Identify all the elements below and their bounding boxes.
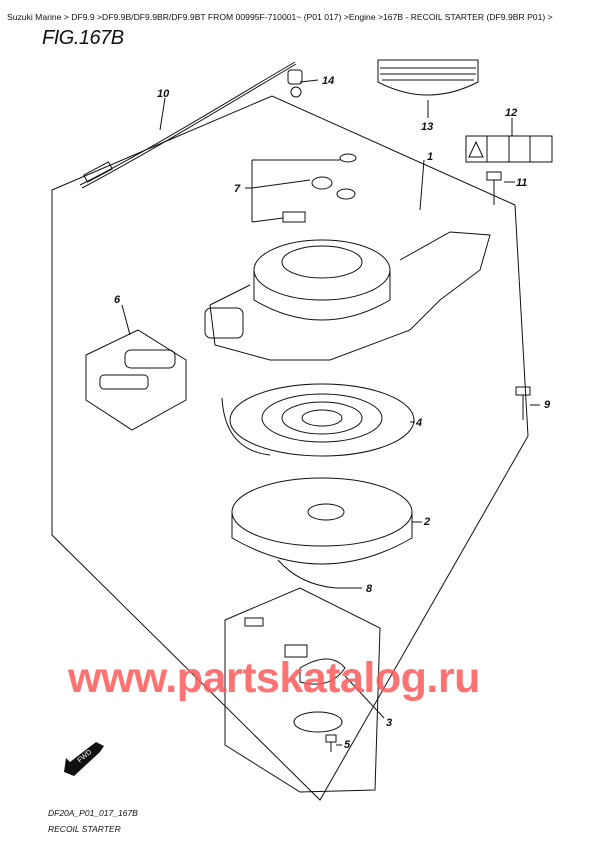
callout-1[interactable]: 1 bbox=[427, 151, 433, 163]
diagram-name: RECOIL STARTER bbox=[48, 824, 121, 834]
part-3-pawl-kit[interactable] bbox=[224, 587, 381, 793]
watermark: www.partskatalog.ru bbox=[68, 654, 480, 702]
part-13-warning-label[interactable] bbox=[377, 59, 479, 96]
part-2-reel[interactable] bbox=[231, 477, 413, 565]
callout-labels: 1 2 3 4 5 6 7 8 9 10 11 12 13 14 bbox=[114, 75, 551, 751]
breadcrumb[interactable]: Suzuki Marine > DF9.9 >DF9.9B/DF9.9BR/DF… bbox=[7, 12, 553, 22]
callout-5[interactable]: 5 bbox=[344, 739, 351, 751]
diagram-code: DF20A_P01_017_167B bbox=[48, 808, 138, 818]
callout-13[interactable]: 13 bbox=[421, 121, 433, 133]
callout-9[interactable]: 9 bbox=[544, 399, 551, 411]
callout-11[interactable]: 11 bbox=[516, 177, 527, 189]
callout-14[interactable]: 14 bbox=[322, 75, 334, 87]
part-12-caution-label[interactable] bbox=[465, 135, 553, 163]
part-10-cable[interactable] bbox=[79, 61, 297, 189]
part-7-ratchet-set[interactable] bbox=[251, 153, 357, 223]
callout-12[interactable]: 12 bbox=[505, 107, 517, 119]
callout-8[interactable]: 8 bbox=[366, 583, 373, 595]
fwd-arrow: FWD bbox=[64, 742, 104, 776]
callout-7[interactable]: 7 bbox=[234, 183, 241, 195]
callout-10[interactable]: 10 bbox=[157, 88, 170, 100]
part-6-handle[interactable] bbox=[85, 329, 187, 431]
part-5-screw[interactable] bbox=[325, 734, 337, 752]
part-14-clip[interactable] bbox=[287, 69, 303, 98]
callout-3[interactable]: 3 bbox=[386, 717, 392, 729]
part-4-spiral-spring[interactable] bbox=[221, 383, 415, 457]
part-9-bolt[interactable] bbox=[515, 386, 531, 420]
callout-2[interactable]: 2 bbox=[423, 516, 430, 528]
assembly-frame bbox=[51, 95, 529, 801]
figure-title: FIG.167B bbox=[42, 27, 124, 49]
part-1-starter-housing[interactable] bbox=[204, 231, 491, 361]
part-11-bolt[interactable] bbox=[486, 171, 502, 205]
callout-4[interactable]: 4 bbox=[415, 417, 422, 429]
part-8-rope[interactable] bbox=[277, 559, 337, 589]
callout-6[interactable]: 6 bbox=[114, 294, 121, 306]
